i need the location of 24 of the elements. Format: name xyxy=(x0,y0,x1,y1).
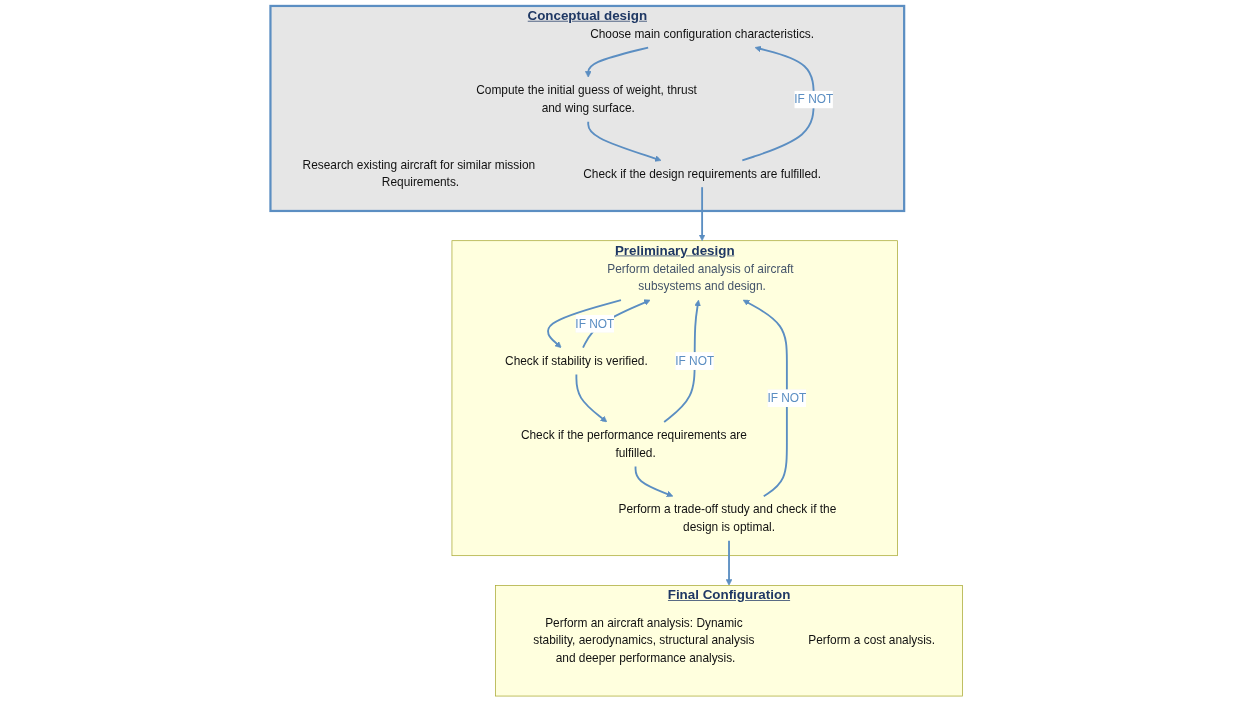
node-text: Check if the design requirements are fulfilled. xyxy=(583,167,822,180)
node-text: Perform a cost analysis. xyxy=(808,634,936,647)
arrow xyxy=(698,186,706,241)
edge-label: IF NOT xyxy=(794,92,834,106)
node-text: Research existing aircraft for similar mission Requirements. xyxy=(302,158,536,189)
node-text: Perform an aircraft analysis: Dynamic stability, aerodynamics, structural analysis and deeper performance analysis. xyxy=(533,616,755,665)
node-text: Choose main configuration characteristics. xyxy=(590,27,815,41)
arrow xyxy=(575,373,608,423)
arrow xyxy=(741,45,815,162)
node-text: Compute the initial guess of weight, thrust and wing surface. xyxy=(476,83,697,115)
arrow xyxy=(587,120,662,162)
node-text: Perform detailed analysis of aircraft subsystems and design. xyxy=(607,262,794,293)
arrow xyxy=(663,299,701,423)
arrow xyxy=(742,299,788,498)
edge-label: IF NOT xyxy=(675,354,715,367)
arrow xyxy=(547,299,622,348)
arrow xyxy=(584,46,650,78)
edge-label: IF NOT xyxy=(575,317,615,330)
arrow xyxy=(725,539,733,586)
edge-label: IF NOT xyxy=(767,391,807,405)
arrow xyxy=(634,465,674,498)
node-text: Check if the performance requirements are fulfilled. xyxy=(520,428,747,460)
node-text: Check if stability is verified. xyxy=(505,354,648,367)
node-text: Perform a trade-off study and check if the design is optimal. xyxy=(618,502,837,534)
